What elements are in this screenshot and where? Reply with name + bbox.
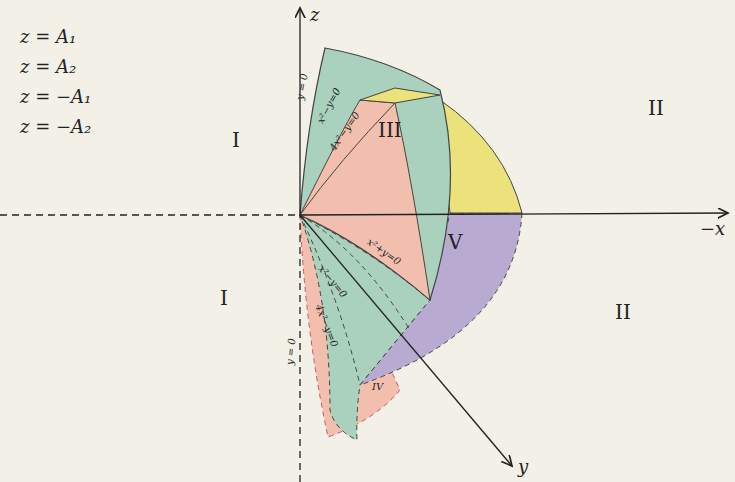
region-number: V bbox=[448, 232, 462, 252]
plane-equation: z = −A₁ bbox=[20, 88, 91, 106]
region-number: III bbox=[378, 120, 402, 140]
axis-label: z bbox=[310, 6, 319, 24]
region-number: II bbox=[615, 302, 631, 322]
axis-label: −x bbox=[700, 220, 725, 238]
plane-equation: z = A₁ bbox=[20, 28, 76, 46]
axis-label: y bbox=[518, 458, 528, 476]
curve-label: y = 0 bbox=[285, 338, 297, 366]
region-number: I bbox=[220, 288, 228, 308]
region-number: II bbox=[648, 98, 664, 118]
plane-equation: z = A₂ bbox=[20, 58, 76, 76]
plane-equation: z = −A₂ bbox=[20, 118, 91, 136]
region-number: IV bbox=[372, 382, 383, 392]
region-number: I bbox=[232, 130, 240, 150]
curve-label: y = 0 bbox=[295, 73, 309, 101]
